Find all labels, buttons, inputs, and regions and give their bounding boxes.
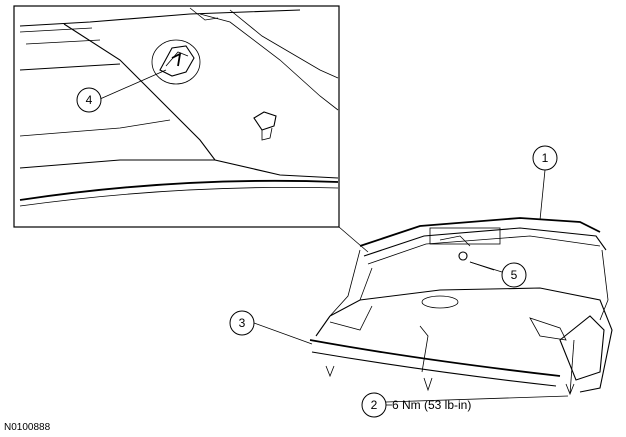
inset-detail-view xyxy=(13,5,340,228)
torque-spec-label: 6 Nm (53 lb-in) xyxy=(392,398,471,412)
inset-leader xyxy=(338,226,369,253)
callout-5-label: 5 xyxy=(511,268,518,282)
callout-3-label: 3 xyxy=(239,316,246,330)
leader-2 xyxy=(385,395,569,403)
leader-3 xyxy=(253,322,313,345)
callout-5: 5 xyxy=(501,262,527,288)
callout-2: 2 xyxy=(361,392,387,418)
callout-4: 4 xyxy=(76,87,102,113)
leader-5 xyxy=(469,261,503,273)
callout-1-label: 1 xyxy=(542,151,549,165)
leader-1 xyxy=(539,169,546,221)
callout-4-label: 4 xyxy=(86,93,93,107)
callout-3: 3 xyxy=(229,310,255,336)
liftgate-main-view xyxy=(309,217,613,396)
callout-1: 1 xyxy=(532,145,558,171)
callout-2-label: 2 xyxy=(371,398,378,412)
figure-reference: N0100888 xyxy=(4,422,51,433)
